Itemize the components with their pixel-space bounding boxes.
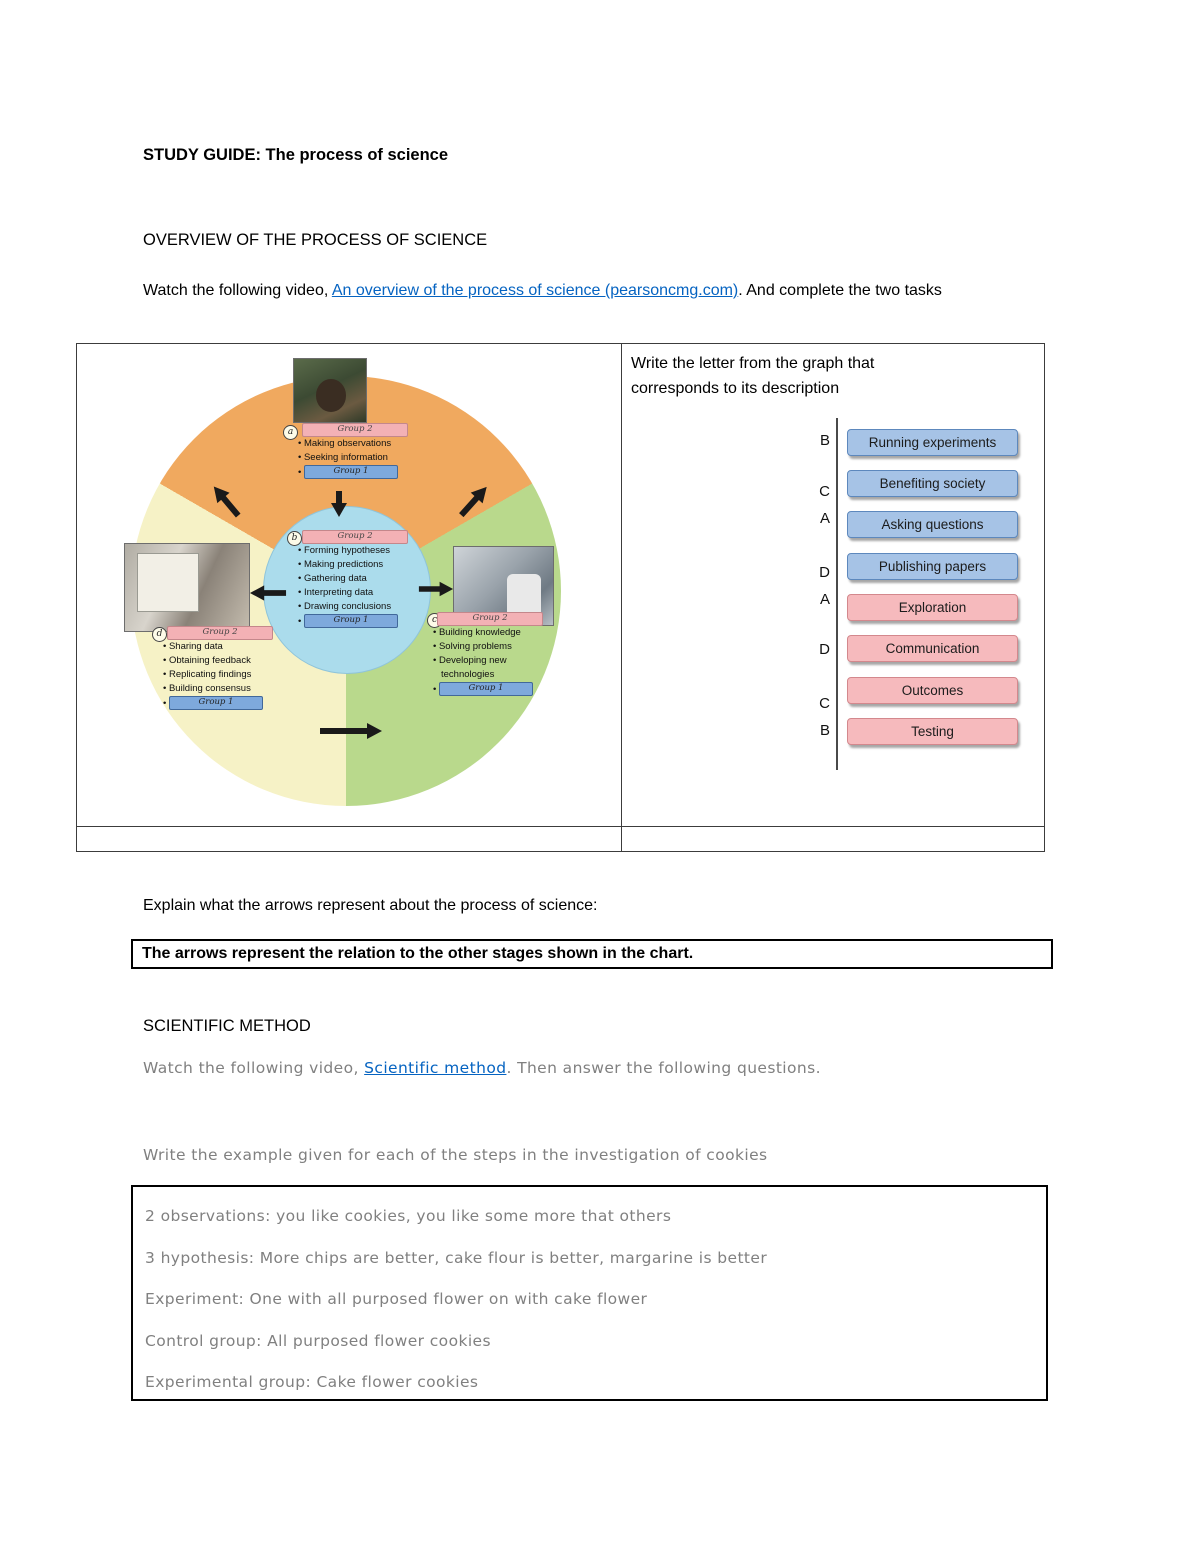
group2-label: Group 2 <box>302 423 408 437</box>
group1-row: Group 1 <box>161 696 286 711</box>
matching-prompt: Write the letter from the graph that cor… <box>631 355 875 397</box>
match-answer-4[interactable]: A <box>819 591 830 608</box>
group1-label: Group 1 <box>438 682 533 696</box>
group2-label: Group 2 <box>167 626 273 640</box>
match-box-publishing-papers: Publishing papers <box>847 553 1018 580</box>
match-box-asking-questions: Asking questions <box>847 511 1018 538</box>
group2-label: Group 2 <box>437 612 543 626</box>
overview-intro: Watch the following video, An overview o… <box>143 277 1055 304</box>
diagram-bullet: Replicating findings <box>161 668 286 682</box>
overview-intro-post: . And complete the two tasks <box>738 282 942 299</box>
scientific-method-heading: SCIENTIFIC METHOD <box>143 1017 311 1035</box>
method-intro-post: . Then answer the following questions. <box>506 1059 821 1077</box>
overview-intro-pre: Watch the following video, <box>143 282 332 299</box>
diagram-bullet: Drawing conclusions <box>296 600 416 614</box>
overview-video-link[interactable]: An overview of the process of science (p… <box>331 282 739 299</box>
arrow-bottom-right-icon <box>319 721 383 741</box>
arrow-up-right-icon <box>453 479 495 522</box>
method-video-link[interactable]: Scientific method <box>364 1059 507 1077</box>
method-intro-pre: Watch the following video, <box>143 1059 365 1077</box>
cookie-answer-observations[interactable]: 2 observations: you like cookies, you li… <box>145 1207 672 1225</box>
match-answer-1[interactable]: C <box>819 483 830 500</box>
cookies-prompt: Write the example given for each of the … <box>143 1146 768 1164</box>
diagram-bullet: Developing new technologies <box>431 654 556 682</box>
match-answer-5[interactable]: D <box>819 641 830 658</box>
match-box-communication: Communication <box>847 635 1018 662</box>
diagram-bullet: Building knowledge <box>431 626 556 640</box>
match-answer-7[interactable]: B <box>819 722 830 739</box>
group1-label: Group 1 <box>168 696 263 710</box>
method-intro: Watch the following video, Scientific me… <box>143 1059 821 1077</box>
arrow-down-icon <box>329 490 349 518</box>
group1-row: Group 1 <box>296 614 416 629</box>
marker-a: a <box>283 425 298 440</box>
diagram-bullet: Obtaining feedback <box>161 654 286 668</box>
photo-poster-presentation <box>124 543 250 632</box>
arrow-right-icon <box>418 579 454 599</box>
activity-table: a b c d Group 2 Making observations Seek… <box>76 343 1045 852</box>
diagram-group-b: Group 2 Forming hypotheses Making predic… <box>296 530 416 629</box>
match-answer-6[interactable]: C <box>819 695 830 712</box>
diagram-bullet: Building consensus <box>161 682 286 696</box>
arrows-answer-box[interactable]: The arrows represent the relation to the… <box>131 939 1053 969</box>
cookie-answer-experimental-group[interactable]: Experimental group: Cake flower cookies <box>145 1373 479 1391</box>
group1-label: Group 1 <box>303 614 398 628</box>
cookie-answer-hypothesis[interactable]: 3 hypothesis: More chips are better, cak… <box>145 1248 768 1267</box>
match-box-testing: Testing <box>847 718 1018 745</box>
arrow-up-left-icon <box>205 479 246 522</box>
arrows-answer-text[interactable]: The arrows represent the relation to the… <box>142 945 694 962</box>
match-box-benefiting-society: Benefiting society <box>847 470 1018 497</box>
poster-shape <box>137 552 199 613</box>
cookie-answer-control-group[interactable]: Control group: All purposed flower cooki… <box>145 1331 491 1350</box>
match-box-running-experiments: Running experiments <box>847 429 1018 456</box>
group2-label: Group 2 <box>302 530 408 544</box>
process-of-science-diagram: a b c d Group 2 Making observations Seek… <box>77 344 621 826</box>
diagram-bullet: Making predictions <box>296 558 416 572</box>
diagram-bullet: Making observations <box>296 437 416 451</box>
diagram-group-a: Group 2 Making observations Seeking info… <box>296 423 416 480</box>
chimp-shape <box>315 379 346 412</box>
arrow-left-icon <box>249 583 287 603</box>
match-box-outcomes: Outcomes <box>847 677 1018 704</box>
diagram-bullet: Sharing data <box>161 640 286 654</box>
diagram-bullet: Solving problems <box>431 640 556 654</box>
group1-row: Group 1 <box>431 682 556 697</box>
arrows-question-prompt: Explain what the arrows represent about … <box>143 897 598 914</box>
marker-d: d <box>152 627 167 642</box>
match-answer-2[interactable]: A <box>819 510 830 527</box>
matching-panel: Write the letter from the graph that cor… <box>622 344 1044 826</box>
answer-divider-line <box>836 418 838 770</box>
diagram-bullet: Forming hypotheses <box>296 544 416 558</box>
table-column-divider <box>621 344 622 851</box>
match-box-exploration: Exploration <box>847 594 1018 621</box>
photo-observing-chimps <box>293 358 367 423</box>
cookie-answer-experiment[interactable]: Experiment: One with all purposed flower… <box>145 1290 648 1308</box>
diagram-bullet: Seeking information <box>296 451 416 465</box>
group1-label: Group 1 <box>303 465 398 479</box>
overview-heading: OVERVIEW OF THE PROCESS OF SCIENCE <box>143 231 488 249</box>
marker-b: b <box>287 531 302 546</box>
diagram-group-c: Group 2 Building knowledge Solving probl… <box>431 612 556 697</box>
table-row-divider <box>77 826 1044 827</box>
diagram-bullet: Interpreting data <box>296 586 416 600</box>
match-answer-3[interactable]: D <box>819 564 830 581</box>
diagram-group-d: Group 2 Sharing data Obtaining feedback … <box>161 626 286 711</box>
match-answer-0[interactable]: B <box>819 432 830 449</box>
cookies-answer-box[interactable]: 2 observations: you like cookies, you li… <box>131 1185 1048 1401</box>
page-title: STUDY GUIDE: The process of science <box>143 146 449 164</box>
group1-row: Group 1 <box>296 465 416 480</box>
diagram-bullet: Gathering data <box>296 572 416 586</box>
